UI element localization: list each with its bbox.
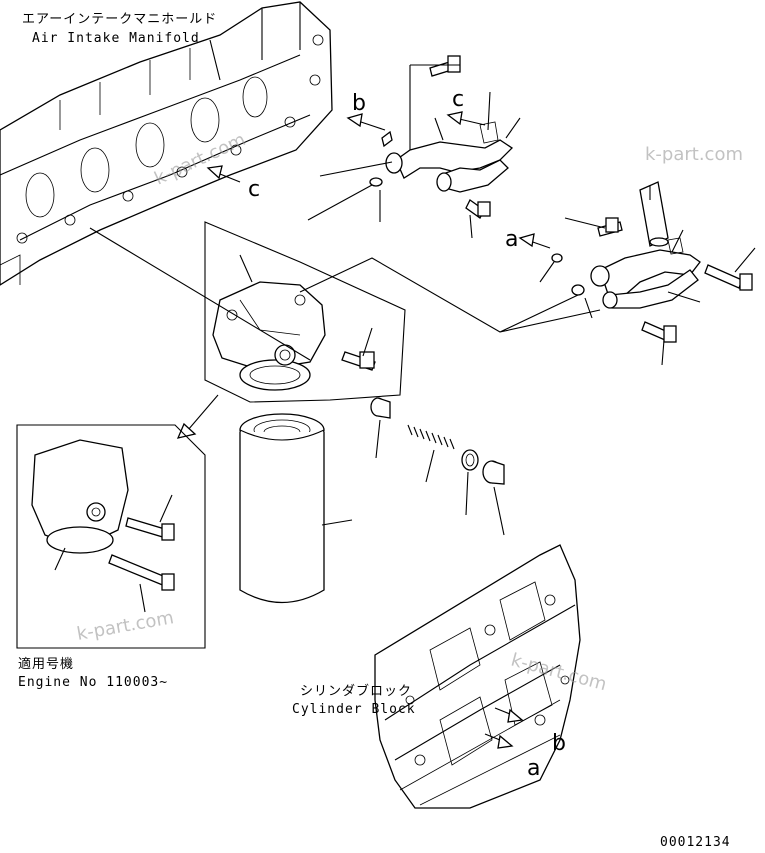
drawing-number: 00012134 <box>660 835 731 850</box>
watermark-text: k-part.com <box>75 607 175 645</box>
upper-tube-bolts <box>429 55 491 219</box>
callout-label: c <box>248 177 260 202</box>
engine-no-label: Engine No 110003~ <box>18 675 168 690</box>
filter-head-outline <box>204 221 406 403</box>
sleeve <box>370 397 391 459</box>
callout-label: b <box>552 731 566 756</box>
callout-label: a <box>527 756 540 781</box>
o-ring <box>461 449 479 516</box>
callout-a-tube: a <box>505 227 551 252</box>
block-label-jp: シリンダブロック <box>300 683 412 699</box>
applicable-label-jp: 適用号機 <box>18 656 74 672</box>
callout-c-manifold: c <box>206 165 260 202</box>
callout-block-arrows: b a <box>484 707 566 781</box>
filter-head-bolt <box>341 351 376 371</box>
callout-b-top: b <box>346 91 386 131</box>
spring <box>407 424 455 483</box>
spacer-cylinder <box>639 181 669 247</box>
lower-tube-bolts <box>597 217 753 343</box>
callout-label: b <box>352 91 366 116</box>
lower-tube <box>590 237 701 309</box>
detail-box <box>16 424 206 649</box>
filter-head <box>212 281 326 391</box>
block-label-en: Cylinder Block <box>292 702 416 717</box>
plug <box>482 460 505 536</box>
upper-tube <box>385 121 514 193</box>
upper-gaskets <box>369 130 393 187</box>
filter-cartridge <box>239 413 325 604</box>
callout-label: a <box>505 227 518 252</box>
manifold-label-jp: エアーインテークマニホールド <box>22 12 217 27</box>
lower-gaskets <box>551 253 585 296</box>
callout-label: c <box>452 87 464 112</box>
watermark-text: k-part.com <box>645 144 743 165</box>
callout-c-top: c <box>446 87 486 126</box>
cylinder-block <box>374 544 581 809</box>
air-intake-manifold <box>0 1 333 286</box>
manifold-label-en: Air Intake Manifold <box>32 31 200 46</box>
detail-arrow <box>176 394 219 439</box>
